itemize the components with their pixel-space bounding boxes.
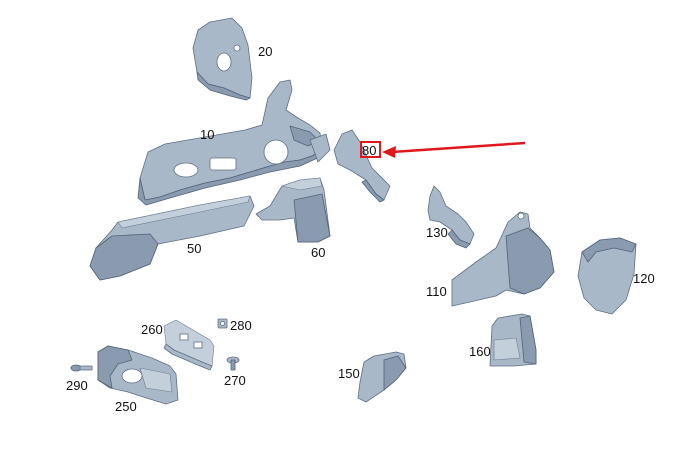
part-120[interactable]: [577, 237, 637, 315]
part-130[interactable]: [427, 185, 475, 249]
part-150[interactable]: [357, 351, 407, 403]
label-250[interactable]: 250: [115, 399, 137, 414]
part-280[interactable]: [217, 318, 228, 329]
label-110[interactable]: 110: [426, 284, 447, 299]
label-20[interactable]: 20: [258, 44, 272, 59]
part-290[interactable]: [70, 364, 93, 372]
highlight-arrow-line: [391, 141, 526, 154]
label-290[interactable]: 290: [66, 378, 88, 393]
part-10[interactable]: [137, 79, 331, 206]
label-280[interactable]: 280: [230, 318, 252, 333]
part-270[interactable]: [226, 356, 240, 371]
part-110[interactable]: [451, 211, 555, 307]
label-120[interactable]: 120: [633, 271, 655, 286]
part-50[interactable]: [89, 195, 255, 281]
part-20[interactable]: [192, 17, 253, 101]
part-80[interactable]: [333, 129, 391, 203]
label-160[interactable]: 160: [469, 344, 491, 359]
label-150[interactable]: 150: [338, 366, 360, 381]
highlight-box: [360, 141, 381, 158]
label-10[interactable]: 10: [200, 127, 214, 142]
highlight-arrow-head: [382, 146, 396, 158]
label-130[interactable]: 130: [426, 225, 448, 240]
label-260[interactable]: 260: [141, 322, 163, 337]
part-250[interactable]: [97, 345, 179, 405]
label-50[interactable]: 50: [187, 241, 201, 256]
label-270[interactable]: 270: [224, 373, 246, 388]
label-60[interactable]: 60: [311, 245, 325, 260]
part-60[interactable]: [255, 177, 331, 243]
part-160[interactable]: [489, 313, 537, 367]
label-80[interactable]: 80: [362, 143, 376, 158]
part-260[interactable]: [163, 319, 215, 371]
